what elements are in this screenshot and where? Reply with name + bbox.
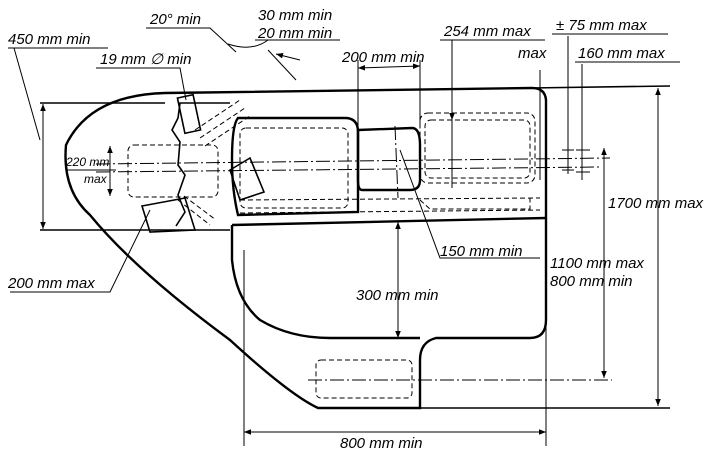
- label-19: 19 mm ∅ min: [100, 51, 191, 68]
- dim-200max-leader: [10, 209, 151, 293]
- label-300: 300 mm min: [356, 287, 439, 304]
- dim-450-leader: [8, 47, 108, 141]
- label-220b: max: [84, 172, 108, 186]
- label-160: 160 mm max: [578, 45, 665, 62]
- bottom-extension: [40, 229, 670, 409]
- label-20deg: 20° min: [149, 11, 201, 28]
- shelf-dash-1: [239, 197, 541, 201]
- dim-200min-ext: [357, 60, 421, 130]
- label-75: ± 75 mm max: [556, 17, 647, 34]
- head-zone: [171, 102, 230, 227]
- dim-160-leader: [575, 61, 680, 180]
- dim-75-ticks: [562, 149, 590, 173]
- upper-tilt-dashes: [194, 99, 251, 147]
- centerline-vertical: [394, 125, 399, 199]
- lower-tilt-dash: [177, 195, 217, 226]
- shelf-dash-3: [419, 198, 531, 210]
- dim-75-leader: [552, 33, 668, 174]
- shelf: [231, 216, 547, 227]
- label-max: max: [518, 45, 547, 62]
- label-800bottom: 800 mm min: [340, 435, 423, 452]
- label-450: 450 mm min: [8, 31, 91, 48]
- shelf-dash-2: [239, 209, 541, 214]
- lower-tilt-box: [140, 197, 197, 233]
- label-20mm: 20 mm min: [257, 25, 332, 42]
- label-200max: 200 mm max: [7, 275, 95, 292]
- dim-30-ticks-2: [267, 49, 297, 81]
- dim-150-leader: [399, 149, 540, 259]
- dim-30-ticks: [275, 52, 301, 61]
- label-150: 150 mm min: [440, 243, 523, 260]
- dim-200min-rule: [357, 63, 421, 71]
- label-220a: 220 mm: [65, 155, 109, 169]
- bottom-dashed-box: [315, 359, 413, 399]
- centerline-horizontal: [95, 157, 611, 165]
- label-200min: 200 mm min: [341, 49, 425, 66]
- rear-dashed-box: [424, 119, 531, 179]
- front-enclosure: [230, 116, 360, 217]
- dim-800-ext: [243, 250, 547, 446]
- label-800min: 800 mm min: [550, 273, 633, 290]
- inner-seat: [230, 225, 420, 340]
- dim-19-leader: [96, 67, 187, 101]
- label-30: 30 mm min: [258, 7, 332, 24]
- label-1100: 1100 mm max: [550, 255, 644, 272]
- centerline-horizontal-2: [95, 166, 601, 173]
- top-extension: [40, 85, 671, 104]
- dim-20deg-arc: [227, 39, 269, 48]
- rear-block: [419, 112, 536, 184]
- label-254: 254 mm max: [443, 23, 531, 40]
- wedge: [229, 156, 266, 202]
- label-1700: 1700 mm max: [608, 195, 704, 212]
- upper-tilt-box: [176, 93, 202, 135]
- front-dashed-box: [239, 127, 349, 209]
- middle-block: [356, 126, 422, 192]
- dim-254-leader: [440, 39, 545, 188]
- dim-20deg-leader: [146, 27, 237, 53]
- body-outline: [64, 86, 548, 410]
